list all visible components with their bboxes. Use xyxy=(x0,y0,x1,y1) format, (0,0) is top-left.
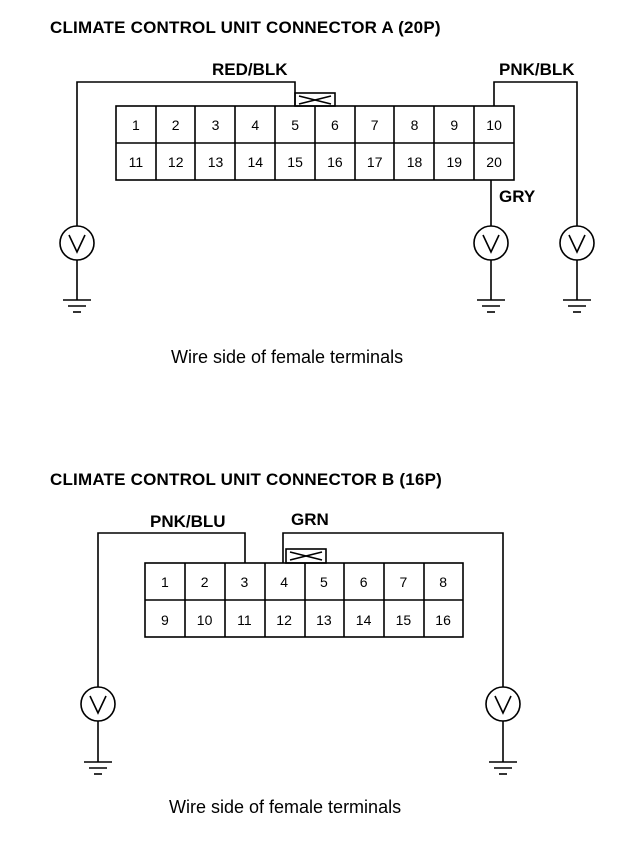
voltmeter-a-middle xyxy=(473,225,509,313)
connector-b-pin-13: 13 xyxy=(316,612,332,628)
connector-a-pin-8: 8 xyxy=(411,117,419,133)
connector-a-pin-10: 10 xyxy=(486,117,502,133)
connector-a-pin-11: 11 xyxy=(129,154,144,170)
wire-pnk-blu xyxy=(97,532,246,687)
wire-red-blk xyxy=(76,81,296,226)
label-grn: GRN xyxy=(291,510,329,529)
connector-b-pin-11: 11 xyxy=(237,612,252,628)
connector-b-pin-1: 1 xyxy=(161,574,169,590)
label-red-blk: RED/BLK xyxy=(212,60,288,79)
connector-a-pin-19: 19 xyxy=(447,154,463,170)
connector-a-pin-13: 13 xyxy=(208,154,224,170)
connector-a-pin-16: 16 xyxy=(327,154,343,170)
connector-a-pin-9: 9 xyxy=(450,117,458,133)
connector-a-pin-1: 1 xyxy=(132,117,140,133)
connector-b-body xyxy=(144,562,464,638)
connector-a-pin-14: 14 xyxy=(248,154,264,170)
connector-b-pin-6: 6 xyxy=(360,574,368,590)
connector-b-title: CLIMATE CONTROL UNIT CONNECTOR B (16P) xyxy=(50,470,442,489)
connector-b-pin-12: 12 xyxy=(276,612,292,628)
label-gry: GRY xyxy=(499,187,536,206)
voltmeter-a-left xyxy=(59,225,95,313)
connector-b-pin-7: 7 xyxy=(400,574,408,590)
connector-a-pin-5: 5 xyxy=(291,117,299,133)
connector-b-latch xyxy=(285,548,327,564)
connector-a-pin-17: 17 xyxy=(367,154,383,170)
connector-b-pin-10: 10 xyxy=(197,612,213,628)
connector-a-title: CLIMATE CONTROL UNIT CONNECTOR A (20P) xyxy=(50,18,441,37)
connector-b-pin-5: 5 xyxy=(320,574,328,590)
connector-b-pin-14: 14 xyxy=(356,612,372,628)
wire-grn xyxy=(282,532,504,687)
connector-b-caption: Wire side of female terminals xyxy=(169,797,402,817)
connector-b-pin-4: 4 xyxy=(280,574,288,590)
connector-a-latch xyxy=(294,92,336,107)
connector-a-pin-4: 4 xyxy=(251,117,259,133)
connector-a-pin-2: 2 xyxy=(172,117,180,133)
connector-a-caption: Wire side of female terminals xyxy=(171,347,404,367)
connector-b-pin-9: 9 xyxy=(161,612,169,628)
voltmeter-b-left xyxy=(80,686,116,775)
connector-a-pin-18: 18 xyxy=(407,154,423,170)
connector-a-pin-3: 3 xyxy=(212,117,220,133)
connector-b-pin-16: 16 xyxy=(435,612,451,628)
connector-a-pin-6: 6 xyxy=(331,117,339,133)
connector-a-pin-12: 12 xyxy=(168,154,184,170)
connector-b-pin-2: 2 xyxy=(201,574,209,590)
connector-a-pin-20: 20 xyxy=(486,154,502,170)
label-pnk-blk: PNK/BLK xyxy=(499,60,575,79)
connector-a-pin-15: 15 xyxy=(287,154,303,170)
connector-b-pin-8: 8 xyxy=(439,574,447,590)
wire-pnk-blk xyxy=(493,81,578,226)
connector-b-pin-15: 15 xyxy=(396,612,412,628)
voltmeter-b-right xyxy=(485,686,521,775)
connector-a-pin-7: 7 xyxy=(371,117,379,133)
connector-b-pin-3: 3 xyxy=(241,574,249,590)
label-pnk-blu: PNK/BLU xyxy=(150,512,226,531)
voltmeter-a-right xyxy=(559,225,595,313)
